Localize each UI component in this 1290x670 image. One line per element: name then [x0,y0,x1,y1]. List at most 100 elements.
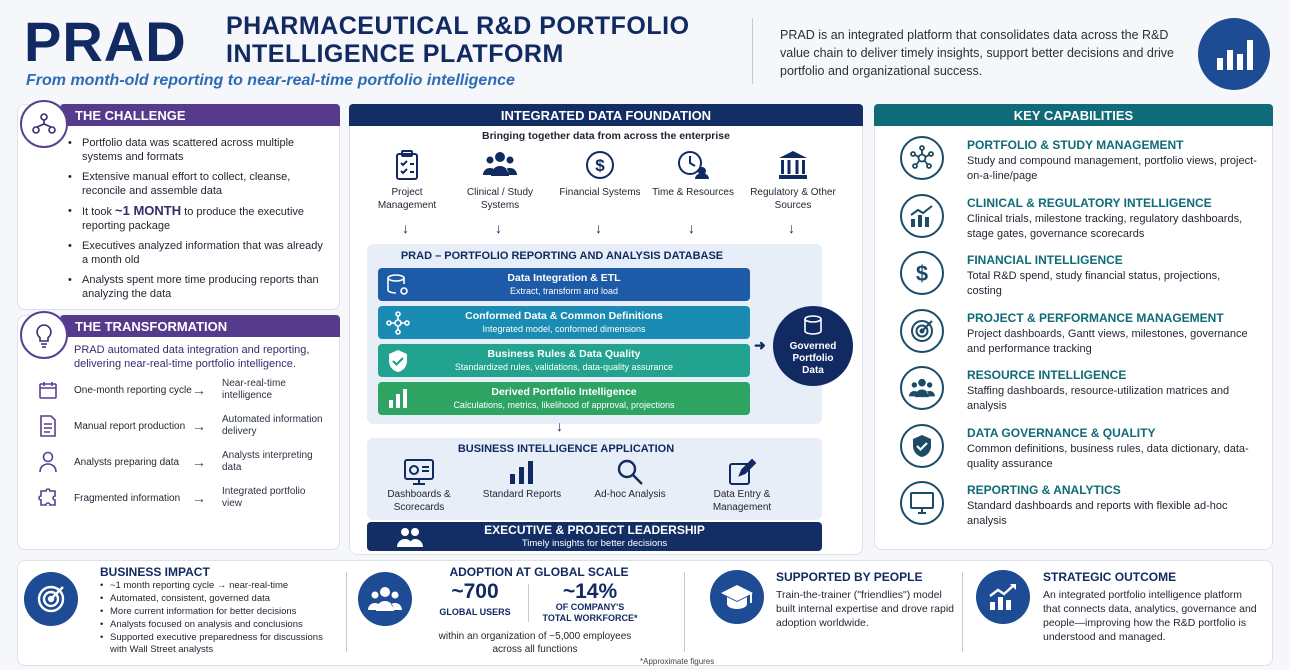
foundation-title: INTEGRATED DATA FOUNDATION [500,107,712,123]
logo: PRAD [24,10,187,73]
building-icon [748,150,838,186]
header-divider [752,18,753,84]
capability-description: Staffing dashboards, resource-utilizatio… [967,385,1230,412]
arrow-down-icon: ↓ [595,220,602,236]
transformation-header: THE TRANSFORMATION [60,315,340,337]
person-icon [36,450,60,474]
bar-chart-icon [1198,18,1270,90]
bi-item-label: Dashboards & Scorecards [387,489,451,513]
database-title: PRAD – PORTFOLIO REPORTING AND ANALYSIS … [400,250,724,262]
adoption-stat-users: ~700 [451,580,499,603]
challenge-bullet: Extensive manual effort to collect, clea… [68,170,330,198]
data-source: Regulatory & Other Sources [748,150,838,212]
transformation-panel [17,315,340,550]
capability-description: Common definitions, business rules, data… [967,442,1249,470]
arrow-right-icon: → [192,382,206,398]
impact-bullet: Automated, consistent, governed data [100,593,340,605]
transformation-row: One-month reporting cycle→Near-real-time… [36,378,341,402]
challenge-bullet: It took ~1 MONTH to produce the executiv… [68,204,330,233]
divider [684,572,685,652]
transformation-from: Manual report production [74,420,186,432]
data-source-label: Financial Systems [559,187,641,198]
database-layer-subtitle: Calculations, metrics, likelihood of app… [453,400,675,410]
capability-title: PROJECT & PERFORMANCE MANAGEMENT [967,310,1224,325]
data-source: Time & Resources [648,150,738,199]
capability-description: Project dashboards, Gantt views, milesto… [967,327,1248,355]
capabilities-title: KEY CAPABILITIES [1013,107,1134,123]
capability-description: Standard dashboards and reports with fle… [967,500,1228,527]
impact-bullet: Supported executive preparedness for dis… [100,632,340,656]
database-layer-title: Derived Portfolio Intelligence [491,386,637,398]
transformation-intro: PRAD automated data integration and repo… [74,344,310,370]
database-layer-subtitle: Extract, transform and load [509,286,619,296]
bi-item: Data Entry & Management [694,458,790,514]
capability-title: CLINICAL & REGULATORY INTELLIGENCE [967,195,1212,210]
people-icon [900,366,944,410]
data-source-label: Time & Resources [652,187,734,198]
data-source-label: Clinical / Study Systems [466,187,534,211]
capability-title: DATA GOVERNANCE & QUALITY [967,425,1156,440]
network-icon [900,136,944,180]
bi-panel [367,438,822,520]
divider [346,572,347,652]
network-people-icon [20,100,68,148]
arrow-down-icon: ↓ [788,220,795,236]
data-source: Project Management [362,150,452,212]
database-layer-title: Data Integration & ETL [507,272,621,284]
divider [962,572,963,652]
outcome-description: An integrated portfolio intelligence pla… [1043,589,1257,643]
challenge-bullet: Portfolio data was scattered across mult… [68,136,330,164]
arrow-right-icon: → [192,454,206,470]
clock-person-icon [648,150,738,186]
data-source-label: Regulatory & Other Sources [750,187,836,211]
people-title: SUPPORTED BY PEOPLE [776,570,923,584]
graduation-cap-icon [710,570,764,624]
bi-item-label: Standard Reports [482,489,562,500]
capabilities-header: KEY CAPABILITIES [874,104,1273,126]
bar-chart-icon [474,458,570,488]
dollar-icon: $ [900,251,944,295]
shield-check-icon [386,349,410,373]
executive-title: EXECUTIVE & PROJECT LEADERSHIP [484,523,705,537]
arrow-right-icon: → [192,418,206,434]
capability-description: Total R&D spend, study financial status,… [967,270,1221,297]
dollar-icon: $ [555,150,645,186]
monitor-icon [900,481,944,525]
impact-list: ~1 month reporting cycle → near-real-tim… [100,580,340,657]
governed-data-circle: Governed Portfolio Data [773,306,853,386]
transformation-from: One-month reporting cycle [74,384,192,396]
growth-chart-icon [900,193,944,238]
database-layer-subtitle: Standardized rules, validations, data-qu… [454,362,674,372]
bi-item-label: Data Entry & Management [712,489,772,513]
capability-title: RESOURCE INTELLIGENCE [967,368,1127,382]
shield-check-icon [900,423,944,468]
growth-chart-icon [976,570,1030,624]
network-icon [386,311,410,335]
svg-text:$: $ [595,156,605,175]
database-icon [804,315,822,335]
page-subtitle: From month-old reporting to near-real-ti… [26,72,515,89]
data-source: Clinical / Study Systems [455,150,545,212]
challenge-bullet: Executives analyzed information that was… [68,239,330,267]
transformation-to: Integrated portfolio view [222,486,306,509]
transformation-title: THE TRANSFORMATION [75,318,228,334]
governed-data-label: Governed Portfolio Data [789,341,837,376]
adoption-footnote: *Approximate figures [640,657,715,666]
database-layer-subtitle: Integrated model, conformed dimensions [482,324,646,334]
arrow-to-governed: ➜ [754,337,766,353]
adoption-stat-divider [528,584,529,622]
capability-title: REPORTING & ANALYTICS [967,483,1121,497]
capability-description: Study and compound management, portfolio… [967,155,1257,182]
puzzle-icon [36,486,60,510]
challenge-bullet-post: to produce the executive reporting packa… [82,206,305,232]
transformation-row: Manual report production→Automated infor… [36,414,341,438]
calendar-icon [36,378,60,402]
database-layer-title: Business Rules & Data Quality [487,348,641,360]
challenge-title: THE CHALLENGE [75,107,186,123]
challenge-header: THE CHALLENGE [60,104,340,126]
people-description: Train-the-trainer ("friendlies") model b… [776,589,955,629]
bi-item: Dashboards & Scorecards [371,458,467,514]
arrow-down-icon: ↓ [495,220,502,236]
lightbulb-icon [20,311,68,359]
